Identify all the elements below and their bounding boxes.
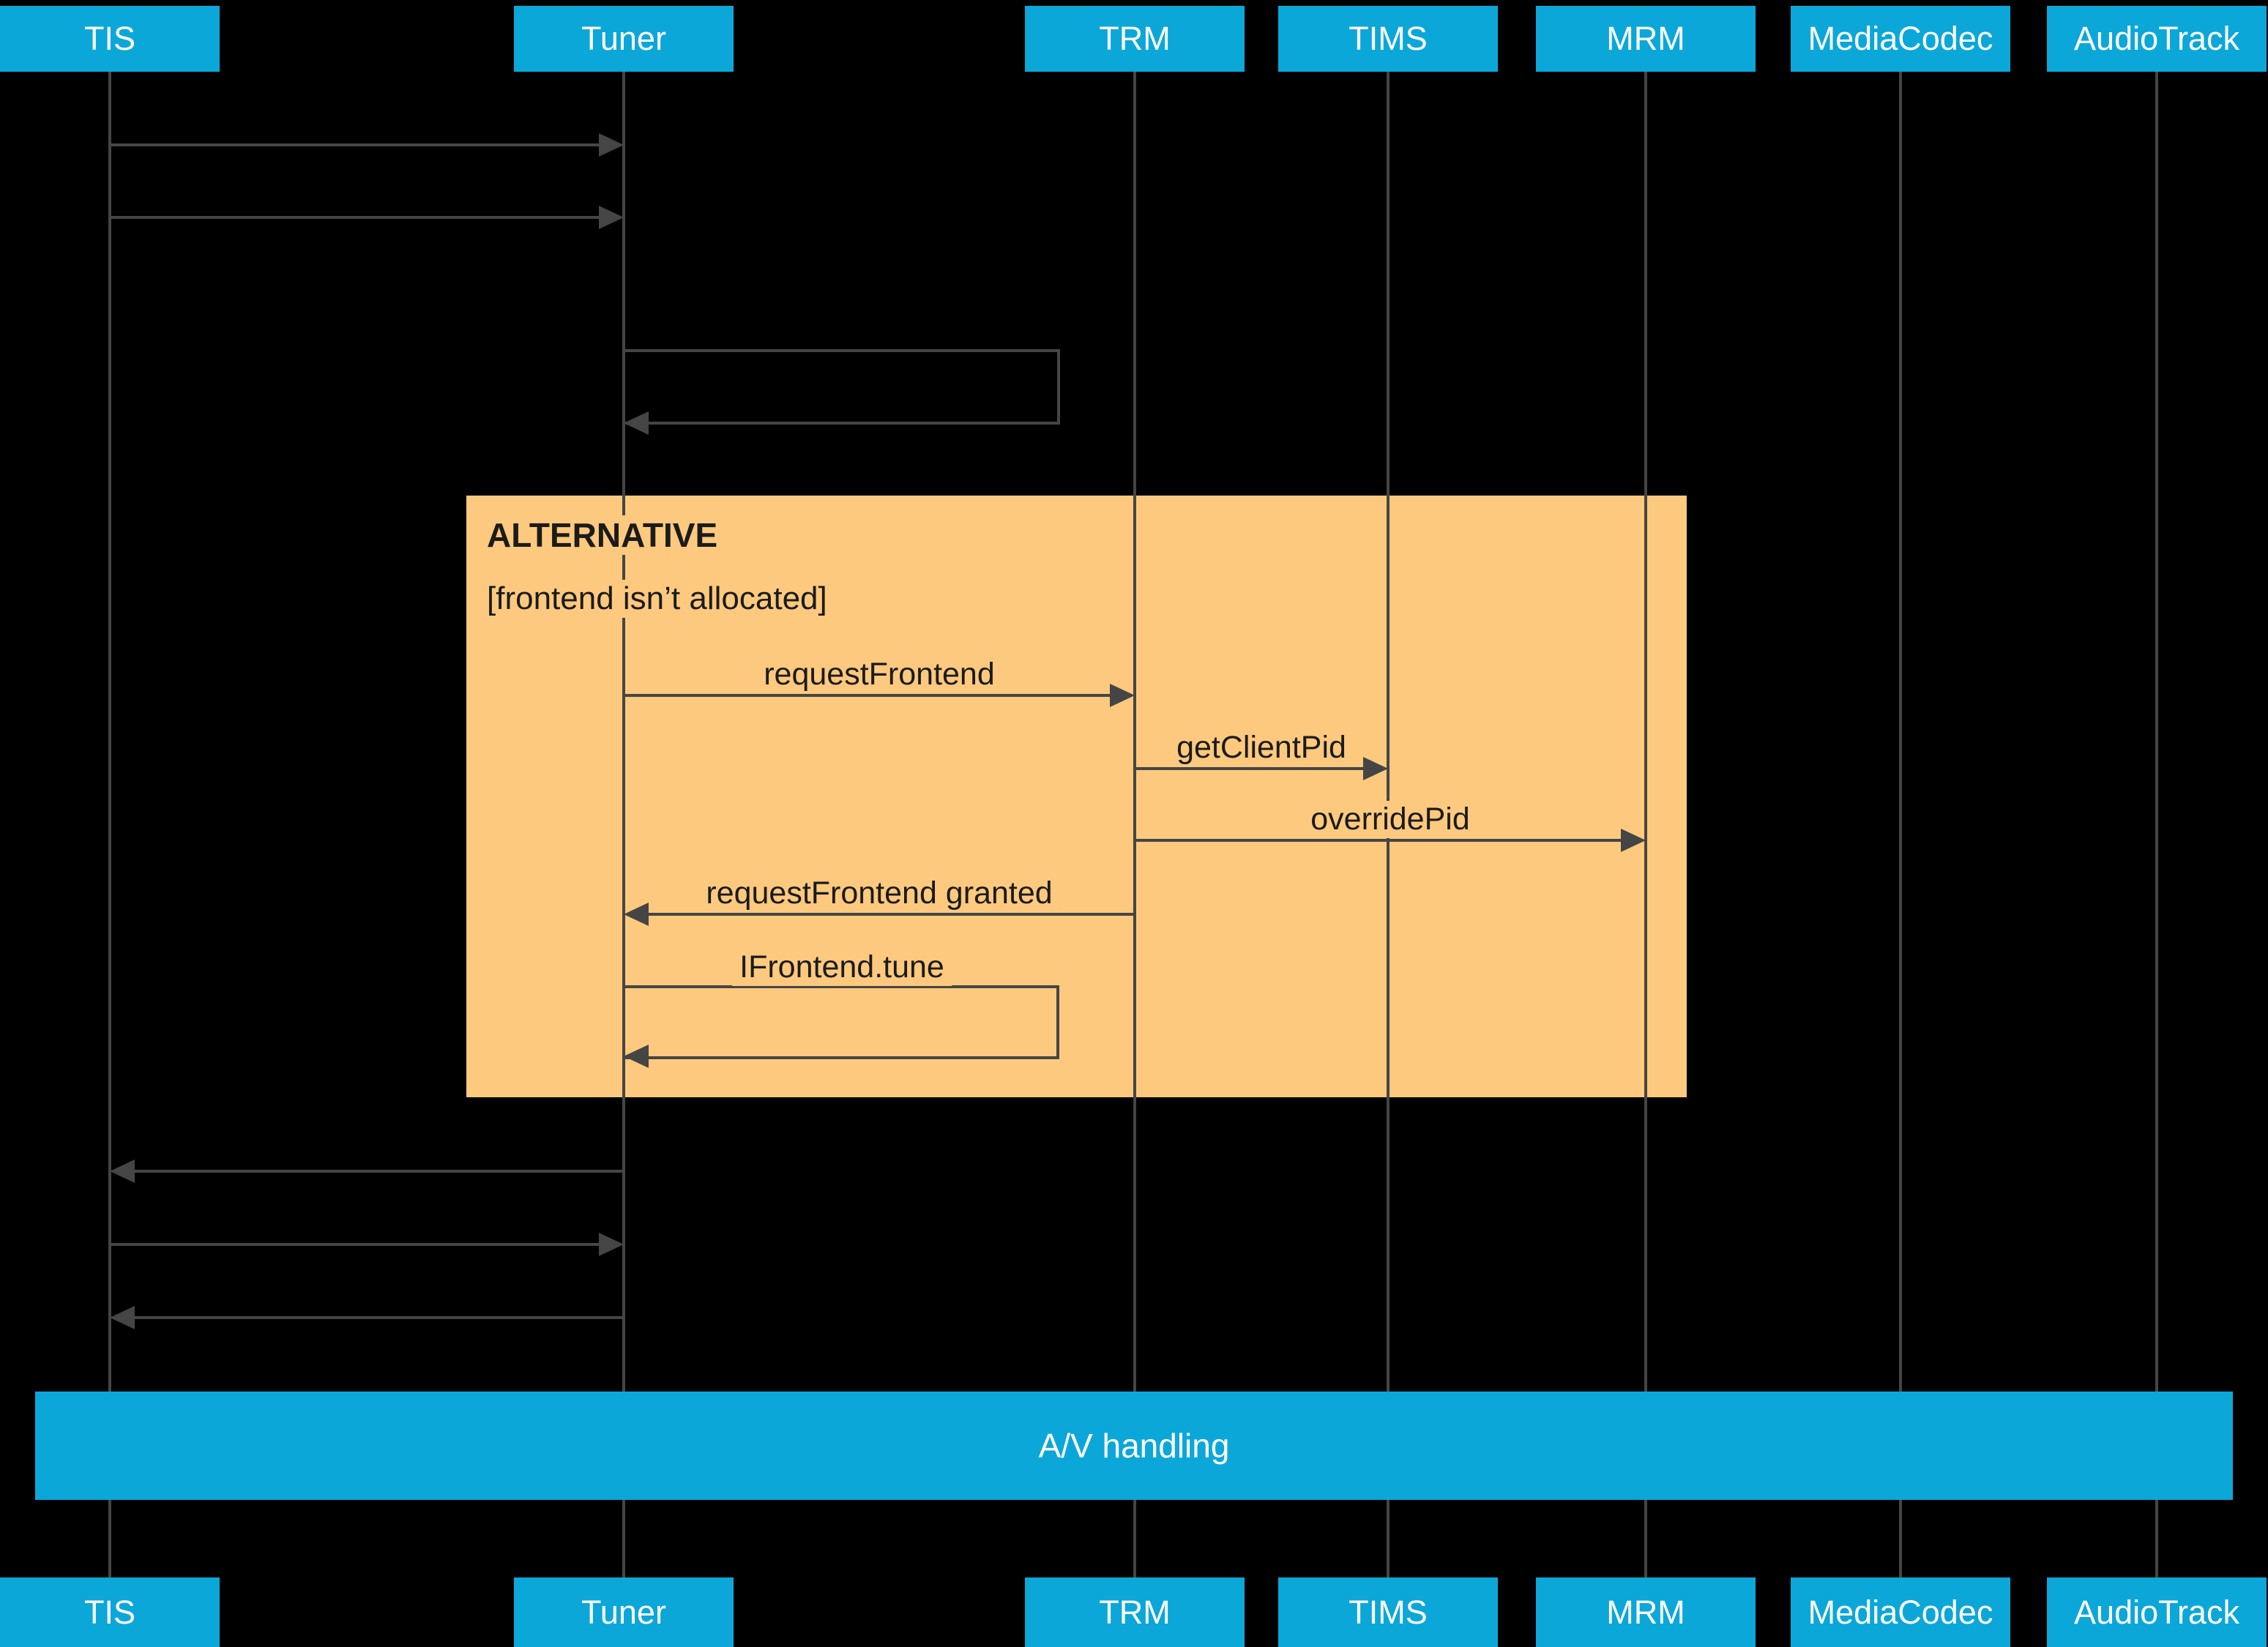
message-9-arrowhead — [110, 1159, 135, 1183]
participant-label: TRM — [1099, 1593, 1171, 1631]
participant-box-mediacodec-bottom: MediaCodec — [1791, 1577, 2010, 1647]
message-11-arrowhead — [110, 1306, 135, 1329]
participant-label: TIMS — [1349, 1593, 1428, 1631]
message-4-label: requestFrontend — [756, 656, 1002, 693]
alt-fragment-guard-label: [frontend isn’t allocated] — [485, 580, 835, 618]
participant-label: AudioTrack — [2074, 1593, 2239, 1631]
message-11-line — [132, 1316, 624, 1319]
participant-label: TIMS — [1349, 20, 1428, 57]
message-1-arrowhead — [599, 133, 624, 157]
alt-fragment-operator-label: ALTERNATIVE — [485, 515, 725, 555]
participant-box-audiotrack-bottom: AudioTrack — [2047, 1577, 2267, 1647]
lifeline-mrm — [1644, 72, 1647, 1577]
participant-box-tims-top: TIMS — [1278, 6, 1498, 72]
message-7-line — [646, 913, 1135, 916]
participant-label: MRM — [1606, 20, 1685, 57]
message-9-line — [132, 1170, 624, 1173]
message-8-selfcall-loop — [624, 985, 1059, 1059]
message-5-arrowhead — [1363, 757, 1388, 780]
message-10-arrowhead — [599, 1233, 624, 1256]
participant-box-tims-bottom: TIMS — [1278, 1577, 1498, 1647]
participant-box-tuner-bottom: Tuner — [514, 1577, 734, 1647]
participant-label: Tuner — [581, 20, 666, 57]
message-4-line — [624, 694, 1110, 697]
message-10-line — [110, 1243, 599, 1246]
participant-label: MediaCodec — [1808, 20, 1993, 57]
message-2-line — [110, 216, 599, 219]
participant-box-mediacodec-top: MediaCodec — [1791, 6, 2010, 72]
message-5-label: getClientPid — [1169, 729, 1354, 766]
message-4-arrowhead — [1110, 684, 1135, 707]
message-6-arrowhead — [1621, 829, 1646, 852]
message-3-arrowhead — [624, 411, 649, 435]
participant-label: MediaCodec — [1808, 1593, 1993, 1631]
participant-box-tis-top: TIS — [0, 6, 220, 72]
message-8-arrowhead — [624, 1045, 649, 1068]
participant-label: TRM — [1099, 20, 1171, 57]
lifeline-tuner — [622, 72, 625, 1577]
participant-label: TIS — [83, 20, 135, 57]
av-handling-label: A/V handling — [1038, 1427, 1230, 1465]
lifeline-tis — [108, 72, 111, 1577]
participant-box-trm-bottom: TRM — [1025, 1577, 1245, 1647]
participant-label: Tuner — [581, 1593, 666, 1631]
lifeline-audiotrack — [2155, 72, 2158, 1577]
participant-box-trm-top: TRM — [1025, 6, 1245, 72]
participant-box-tis-bottom: TIS — [0, 1577, 220, 1647]
message-7-arrowhead — [624, 903, 649, 926]
participant-label: TIS — [83, 1593, 135, 1631]
participant-label: AudioTrack — [2074, 20, 2239, 57]
lifeline-trm — [1133, 72, 1136, 1577]
participant-box-audiotrack-top: AudioTrack — [2047, 6, 2267, 72]
av-handling-bar: A/V handling — [35, 1392, 2233, 1500]
participant-box-tuner-top: Tuner — [514, 6, 734, 72]
message-1-line — [110, 143, 599, 146]
message-7-label: requestFrontend granted — [698, 875, 1060, 912]
message-2-arrowhead — [599, 206, 624, 229]
message-8-label: IFrontend.tune — [732, 949, 952, 986]
message-3-selfcall-loop — [624, 349, 1060, 425]
participant-box-mrm-top: MRM — [1536, 6, 1756, 72]
participant-label: MRM — [1606, 1593, 1685, 1631]
participant-box-mrm-bottom: MRM — [1536, 1577, 1756, 1647]
message-5-line — [1135, 767, 1363, 770]
lifeline-mediacodec — [1899, 72, 1902, 1577]
message-6-line — [1135, 839, 1621, 842]
message-6-label: overridePid — [1303, 801, 1477, 838]
